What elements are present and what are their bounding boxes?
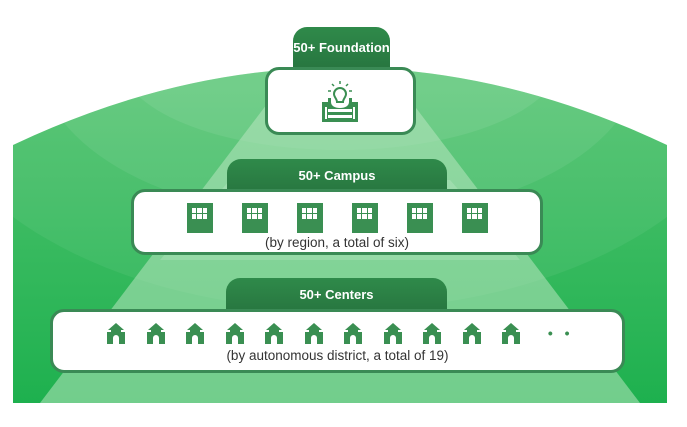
- campus-box: (by region, a total of six): [131, 189, 543, 255]
- building-icon: [241, 203, 268, 233]
- more-indicator: • •: [547, 325, 574, 341]
- building-icon: [461, 203, 488, 233]
- house-icon: [383, 323, 402, 344]
- campus-icons: [134, 203, 540, 233]
- house-icon: [344, 323, 363, 344]
- centers-icons: • •: [53, 322, 622, 344]
- house-icon: [146, 323, 165, 344]
- building-icon: [186, 203, 213, 233]
- centers-box: • • (by autonomous district, a total of …: [50, 309, 625, 373]
- house-icon: [304, 323, 323, 344]
- centers-tab: 50+ Centers: [226, 278, 447, 314]
- centers-label: 50+ Centers: [299, 287, 374, 302]
- house-icon: [462, 323, 481, 344]
- campus-label: 50+ Campus: [298, 168, 376, 183]
- house-icon: [423, 323, 442, 344]
- house-icon: [502, 323, 521, 344]
- building-icon: [296, 203, 323, 233]
- house-icon: [186, 323, 205, 344]
- centers-caption: (by autonomous district, a total of 19): [226, 348, 449, 363]
- campus-caption: (by region, a total of six): [264, 235, 410, 250]
- foundation-tab: 50+ Foundation: [293, 27, 390, 70]
- lightbulb-office-icon: [322, 81, 358, 122]
- foundation-box: [265, 67, 416, 135]
- building-icon: [351, 203, 378, 233]
- foundation-label: 50+ Foundation: [293, 40, 390, 55]
- house-icon: [225, 323, 244, 344]
- building-icon: [406, 203, 433, 233]
- house-icon: [107, 323, 126, 344]
- house-icon: [265, 323, 284, 344]
